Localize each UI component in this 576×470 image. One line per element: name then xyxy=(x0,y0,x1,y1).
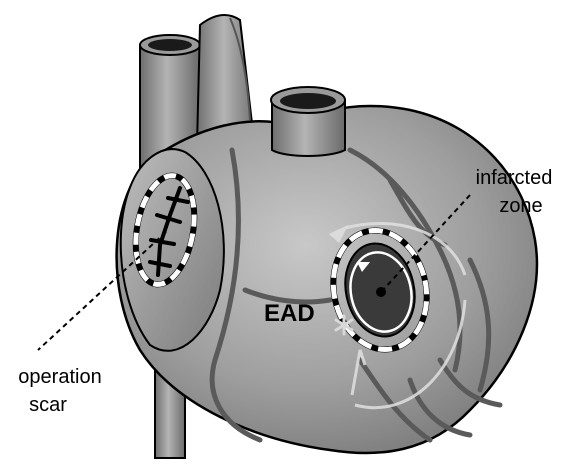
pulmonary-artery xyxy=(271,87,345,156)
infarcted-label-line2: zone xyxy=(499,195,542,217)
ead-label: EAD xyxy=(264,300,315,327)
operation-scar-label-line1: operation xyxy=(18,366,101,388)
operation-scar-label-line2: scar xyxy=(29,394,67,416)
infarcted-label-line1: infarcted xyxy=(476,167,553,189)
